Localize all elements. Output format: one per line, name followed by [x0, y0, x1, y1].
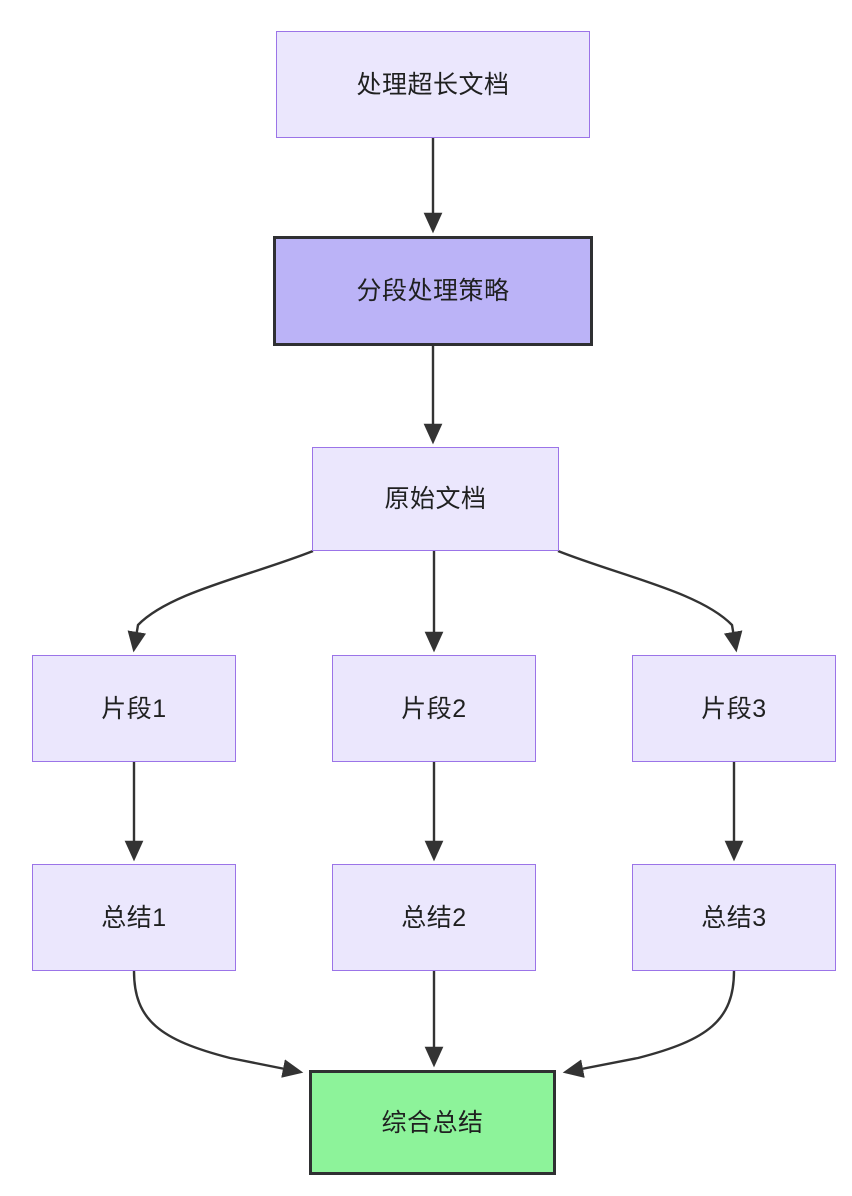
- edge-n9-to-n10: [562, 970, 736, 1078]
- node-n1[interactable]: 处理超长文档: [276, 31, 590, 138]
- node-n5[interactable]: 片段2: [332, 655, 536, 762]
- node-label: 处理超长文档: [356, 70, 510, 99]
- node-label: 总结1: [101, 903, 167, 932]
- edge-n7-to-n10: [132, 970, 304, 1078]
- node-label: 总结2: [401, 903, 467, 932]
- edge-n3-to-n4: [127, 549, 314, 653]
- node-label: 综合总结: [381, 1108, 484, 1137]
- node-n9[interactable]: 总结3: [632, 864, 836, 971]
- node-n10[interactable]: 综合总结: [309, 1070, 556, 1175]
- node-label: 总结3: [701, 903, 767, 932]
- node-n4[interactable]: 片段1: [32, 655, 236, 762]
- node-label: 片段1: [101, 694, 167, 723]
- node-n2[interactable]: 分段处理策略: [273, 236, 593, 346]
- node-label: 原始文档: [384, 485, 487, 513]
- node-n7[interactable]: 总结1: [32, 864, 236, 971]
- node-label: 片段2: [401, 694, 467, 723]
- node-label: 分段处理策略: [356, 277, 510, 305]
- edge-n3-to-n6: [557, 549, 743, 653]
- node-n3[interactable]: 原始文档: [312, 447, 559, 551]
- node-n6[interactable]: 片段3: [632, 655, 836, 762]
- node-n8[interactable]: 总结2: [332, 864, 536, 971]
- node-label: 片段3: [701, 694, 767, 723]
